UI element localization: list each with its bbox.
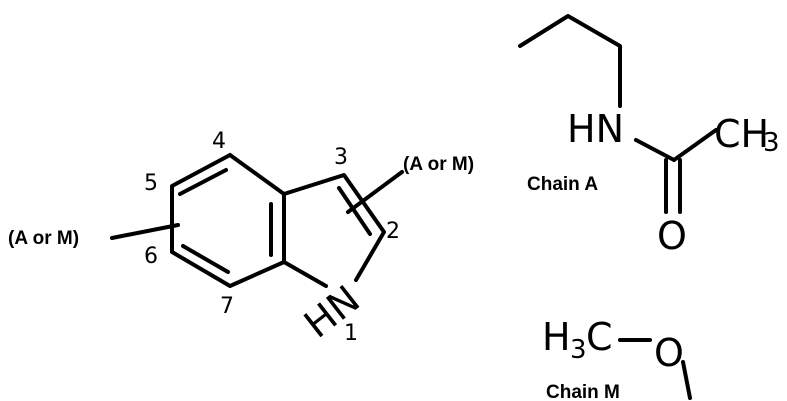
benzene-double-bond-6-7: [181, 244, 230, 274]
chain-m-h-label: H: [542, 315, 571, 359]
chain-a-nh-label: HN: [567, 107, 624, 151]
chain-a-structure: HN CH 3 O Chain A: [518, 14, 780, 258]
position-2: 2: [386, 219, 400, 244]
substituent-label-left: (A or M): [8, 228, 79, 249]
pyrrole-n-to-c7a: [282, 260, 328, 288]
pyrrole-ring: [282, 173, 386, 282]
position-4: 4: [212, 129, 226, 154]
substituent-bond-left: [110, 223, 180, 240]
position-6: 6: [144, 244, 158, 269]
chain-m-oxygen-label: O: [654, 331, 684, 375]
chain-m-h-subscript: 3: [570, 335, 587, 365]
position-1: 1: [344, 321, 358, 346]
chain-a-alkyl-bonds: [518, 14, 622, 108]
chain-a-carbonyl-to-methyl: [672, 128, 718, 162]
chain-a-oxygen-label: O: [657, 214, 687, 258]
chain-m-o-attachment-bond: [681, 360, 692, 400]
chain-m-caption: Chain M: [546, 382, 620, 401]
position-5: 5: [144, 171, 158, 196]
position-7: 7: [220, 294, 234, 319]
position-3: 3: [334, 145, 348, 170]
indole-structure: HN 1 2 3 4 5 6 7 (A or M) (A or M): [8, 129, 474, 347]
chain-a-n-to-carbonyl: [634, 138, 676, 162]
chain-a-methyl-subscript: 3: [763, 128, 780, 158]
pyrrole-double-bond-2-3: [337, 186, 372, 236]
chain-a-methyl-label: CH: [714, 112, 769, 156]
chain-a-caption: Chain A: [527, 174, 598, 195]
substituent-label-right: (A or M): [403, 154, 474, 175]
benzene-ring: [170, 153, 286, 288]
chain-m-c-label: C: [586, 315, 613, 359]
chain-m-structure: H 3 C O Chain M: [542, 315, 692, 401]
substituent-bond-right: [346, 170, 404, 214]
benzene-double-bond-4-5: [178, 168, 228, 196]
